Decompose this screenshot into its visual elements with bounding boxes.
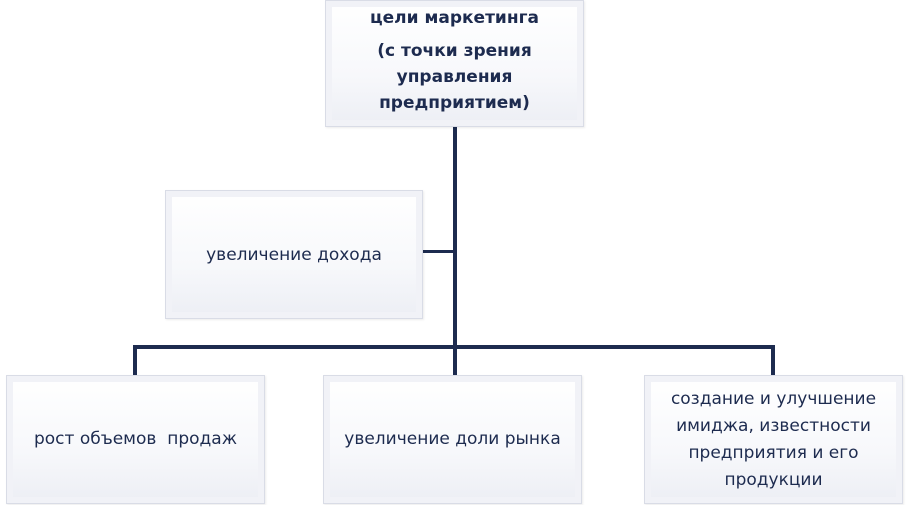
child-node-sales-growth: рост объемов продаж (6, 375, 265, 504)
child-node-label-line-2: имиджа, известности (676, 415, 871, 436)
child-node-market-share: увеличение доли рынка (323, 375, 582, 504)
connector-drop-center (453, 345, 457, 375)
child-node-label-line-1: создание и улучшение (670, 388, 877, 409)
connector-drop-left (133, 345, 137, 375)
root-node: цели маркетинга (с точки зрения управлен… (325, 0, 584, 127)
connector-trunk (453, 127, 457, 348)
connector-drop-right (771, 345, 775, 375)
connector-assistant (423, 250, 455, 253)
root-subtitle-line-1: (с точки зрения (377, 41, 532, 61)
root-subtitle-line-3: предприятием) (379, 93, 530, 113)
child-node-label-line-4: продукции (724, 469, 823, 490)
child-node-image: создание и улучшение имиджа, известности… (644, 375, 903, 504)
child-node-label: увеличение доли рынка (344, 429, 561, 449)
assistant-label: увеличение дохода (206, 244, 382, 265)
root-subtitle-line-2: управления (396, 67, 513, 87)
child-node-label-line-3: предприятия и его (688, 442, 859, 463)
assistant-node: увеличение дохода (165, 190, 423, 319)
root-title: цели маркетинга (370, 8, 539, 28)
child-node-label: рост объемов продаж (33, 429, 238, 449)
